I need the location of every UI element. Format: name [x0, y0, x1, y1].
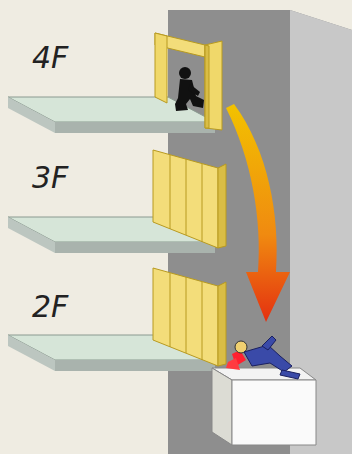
guard-panels: [153, 150, 226, 366]
floor-label: 2F: [32, 292, 68, 322]
fallen-worker: [226, 336, 300, 379]
fall-arrow: [226, 104, 290, 322]
floor-label: 3F: [32, 163, 68, 193]
opening-frame: [155, 33, 222, 130]
worker-silhouette: [175, 67, 204, 111]
floor-label: 4F: [32, 43, 68, 73]
canopy-box: [212, 368, 316, 445]
